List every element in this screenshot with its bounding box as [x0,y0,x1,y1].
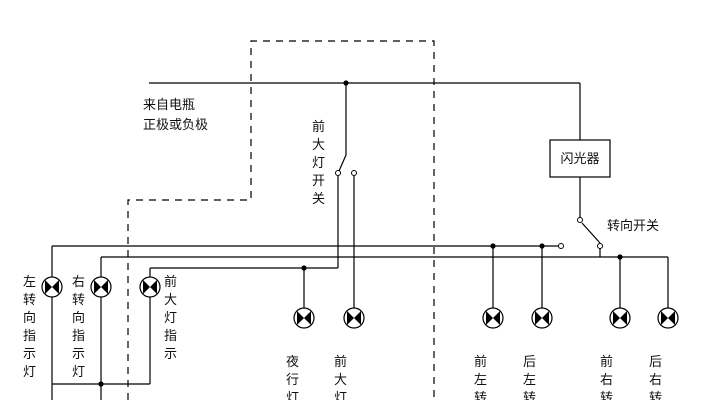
svg-text:左: 左 [23,275,36,290]
svg-text:右: 右 [600,373,613,388]
svg-text:指: 指 [164,329,177,344]
svg-text:灯: 灯 [334,391,347,400]
svg-text:灯: 灯 [72,365,85,380]
rear-left-turn-lamp-icon [531,307,553,329]
svg-text:开: 开 [312,174,325,189]
headlight-lamp-icon [343,307,365,329]
svg-text:后: 后 [523,355,536,370]
svg-text:关: 关 [312,192,325,207]
svg-text:前: 前 [334,354,347,370]
turn-switch-pivot [577,217,583,223]
svg-text:前: 前 [164,274,177,290]
right-indicator-label: 右 转 向 指 示 灯 [72,275,85,380]
headlight-indicator-label: 前 大 灯 指 示 [164,274,177,362]
headlight-label: 前 大 灯 [334,354,347,400]
svg-text:指: 指 [72,329,85,344]
headlight-switch-label: 前 大 灯 开 关 [312,119,325,207]
svg-text:向: 向 [72,310,85,326]
battery-label-line1: 来自电瓶 [143,98,195,113]
svg-text:夜: 夜 [286,355,299,370]
svg-text:左: 左 [474,373,487,388]
turn-switch-contact-left [558,243,564,249]
svg-text:示: 示 [164,347,177,362]
svg-text:前: 前 [474,354,487,370]
svg-text:前: 前 [600,354,613,370]
front-right-turn-label: 前 右 转 [600,354,613,400]
svg-text:左: 左 [523,373,536,388]
front-left-turn-label: 前 左 转 [474,354,487,400]
rear-left-turn-label: 后 左 转 [523,355,536,400]
rear-right-turn-label: 后 右 转 [649,355,662,400]
svg-text:右: 右 [72,275,85,290]
headlight-switch-contact-left [335,170,341,176]
svg-text:后: 后 [649,355,662,370]
left-indicator-lamp-icon [41,276,63,298]
junction-dot [98,381,104,387]
svg-text:转: 转 [23,293,36,308]
headlight-switch-contact-right [351,170,357,176]
svg-text:大: 大 [312,138,325,153]
svg-text:转: 转 [649,391,662,400]
front-right-turn-lamp-icon [609,307,631,329]
svg-text:转: 转 [600,391,613,400]
front-left-turn-lamp-icon [482,307,504,329]
svg-text:转: 转 [72,293,85,308]
headlight-indicator-lamp-icon [139,276,161,298]
turn-switch-blade [581,222,601,244]
rear-right-turn-lamp-icon [657,307,679,329]
svg-text:指: 指 [23,329,36,344]
svg-text:示: 示 [23,347,36,362]
svg-text:右: 右 [649,373,662,388]
svg-text:灯: 灯 [23,365,36,380]
svg-text:大: 大 [164,293,177,308]
night-light-label: 夜 行 灯 [286,355,299,400]
night-light-lamp-icon [293,307,315,329]
svg-text:大: 大 [334,373,347,388]
svg-text:灯: 灯 [312,156,325,171]
right-indicator-lamp-icon [90,276,112,298]
svg-text:灯: 灯 [286,391,299,400]
svg-text:向: 向 [23,310,36,326]
battery-label-line2: 正极或负极 [143,118,208,133]
turn-switch-label: 转向开关 [607,218,659,234]
flasher-label: 闪光器 [560,152,599,167]
svg-text:转: 转 [474,391,487,400]
svg-text:行: 行 [286,373,299,388]
svg-text:前: 前 [312,119,325,135]
headlight-switch-blade [338,154,347,172]
turn-switch-contact-right [597,243,603,249]
svg-text:示: 示 [72,347,85,362]
left-indicator-label: 左 转 向 指 示 灯 [23,275,36,380]
svg-text:灯: 灯 [164,311,177,326]
svg-text:转: 转 [523,391,536,400]
